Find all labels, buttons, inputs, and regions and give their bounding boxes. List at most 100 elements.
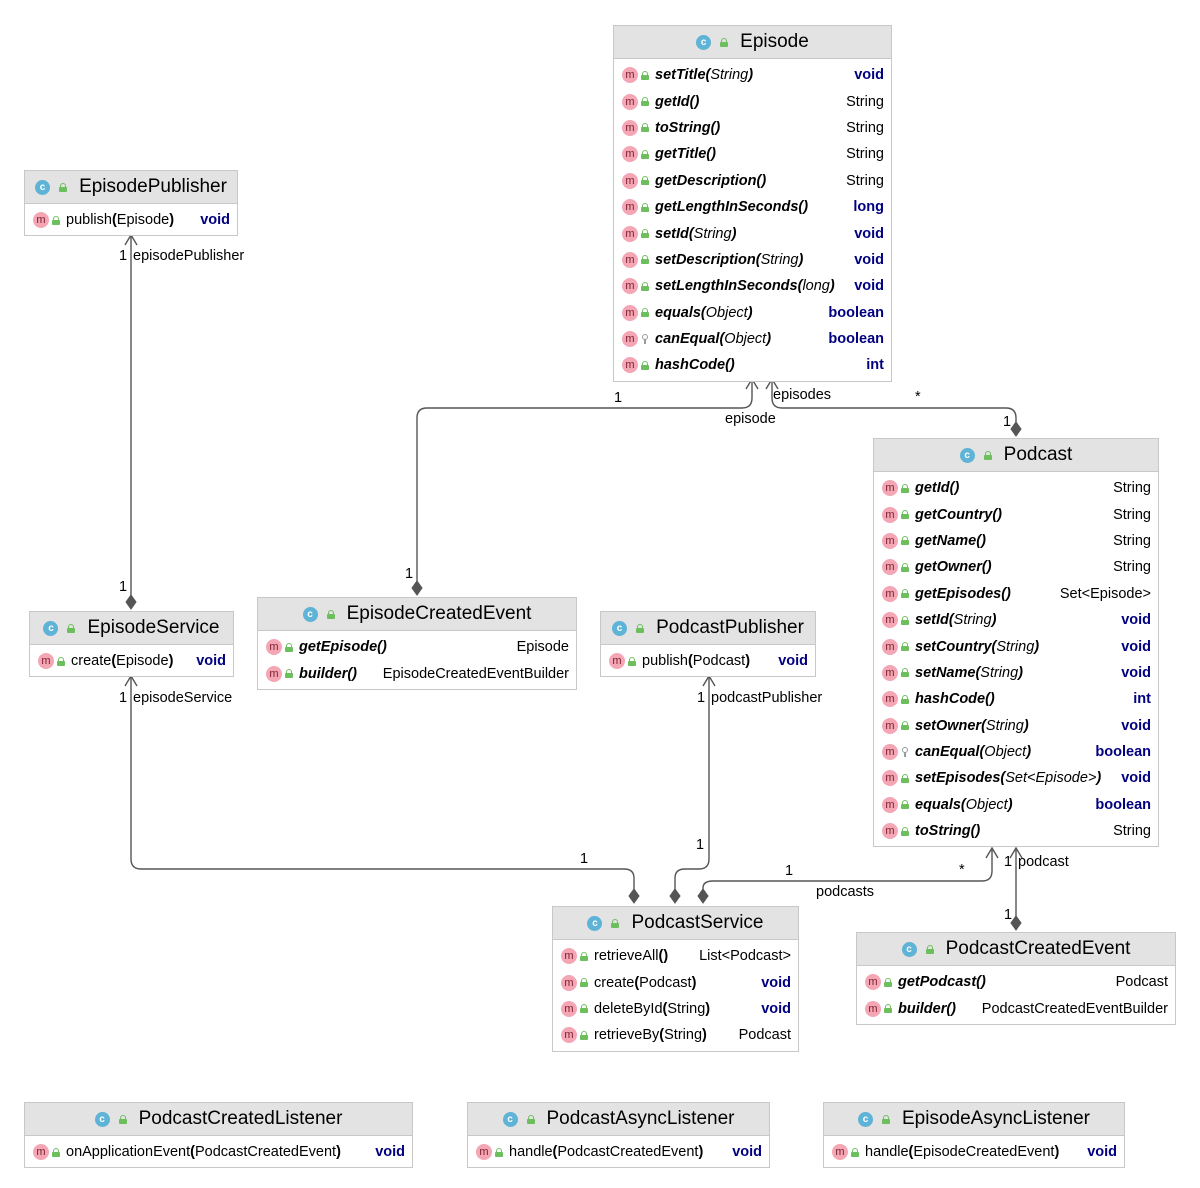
public-icon — [901, 721, 909, 731]
return-type: List<Podcast> — [699, 948, 791, 965]
method-name: getEpisodes() — [915, 585, 1011, 602]
method-name: setId(String) — [915, 612, 997, 629]
method-icon: m — [622, 119, 638, 136]
mult-label: * — [959, 862, 965, 878]
public-icon — [580, 1004, 588, 1014]
method-name: getLengthInSeconds() — [655, 199, 809, 216]
role-label-podcast: podcast — [1018, 854, 1069, 870]
public-icon — [59, 182, 68, 192]
mult-label: 1 — [1003, 414, 1012, 430]
public-icon — [901, 589, 909, 599]
method-icon: m — [882, 823, 898, 840]
return-type: Episode — [516, 639, 569, 656]
public-icon — [641, 281, 649, 291]
public-icon — [641, 123, 649, 133]
class-name: Episode — [740, 31, 809, 52]
return-type: void — [1121, 770, 1151, 787]
role-label-podcasts: podcasts — [816, 884, 875, 900]
public-icon — [526, 1114, 535, 1124]
public-icon — [901, 694, 909, 704]
role-label-episodeservice: episodeService — [133, 690, 233, 706]
method-icon: m — [266, 665, 282, 682]
return-type: String — [1113, 823, 1151, 840]
return-type: Podcast — [1115, 974, 1168, 991]
method-name: setName(String) — [915, 664, 1024, 681]
method-icon: m — [882, 585, 898, 602]
return-type: String — [1113, 506, 1151, 523]
return-type: Podcast — [738, 1027, 791, 1044]
public-icon — [901, 800, 909, 810]
method-name: getTitle() — [655, 146, 716, 163]
method-name: builder() — [898, 1000, 957, 1017]
class-name: PodcastService — [631, 912, 764, 933]
return-type: boolean — [828, 304, 884, 321]
method-name: getOwner() — [915, 559, 992, 576]
public-icon — [983, 450, 992, 460]
public-icon — [901, 668, 909, 678]
mult-label: 1 — [697, 690, 706, 706]
method-icon: m — [882, 559, 898, 576]
public-icon — [67, 623, 76, 633]
method-icon: m — [622, 146, 638, 163]
return-type: void — [1121, 664, 1151, 681]
method-icon: m — [622, 251, 638, 268]
method-icon: m — [882, 744, 898, 761]
method-name: getEpisode() — [299, 639, 387, 656]
return-type: boolean — [1095, 796, 1151, 813]
mult-label: 1 — [614, 390, 623, 406]
public-icon — [495, 1147, 503, 1157]
